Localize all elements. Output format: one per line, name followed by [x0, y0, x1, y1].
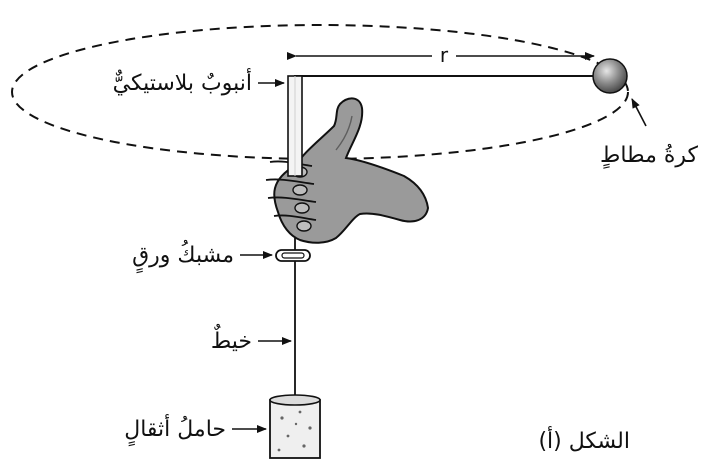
ball-pointer-arrow — [631, 98, 647, 127]
weights-label: حاملُ أثقالٍ — [124, 414, 226, 447]
radius-label: r — [440, 43, 449, 67]
clip-label: مشبكُ ورقٍ — [132, 240, 234, 274]
ball-label: كرةُ مطاطٍ — [600, 143, 699, 170]
tube-label: أنبوبٌ بلاستيكيٌّ — [113, 68, 252, 96]
radius-arrow: r — [287, 43, 595, 67]
rubber-ball — [592, 58, 628, 94]
paper-clip — [275, 249, 311, 262]
string-label: خيطٌ — [211, 324, 252, 354]
weight-holder — [269, 394, 321, 459]
figure-caption: الشكل (أ) — [538, 426, 630, 454]
